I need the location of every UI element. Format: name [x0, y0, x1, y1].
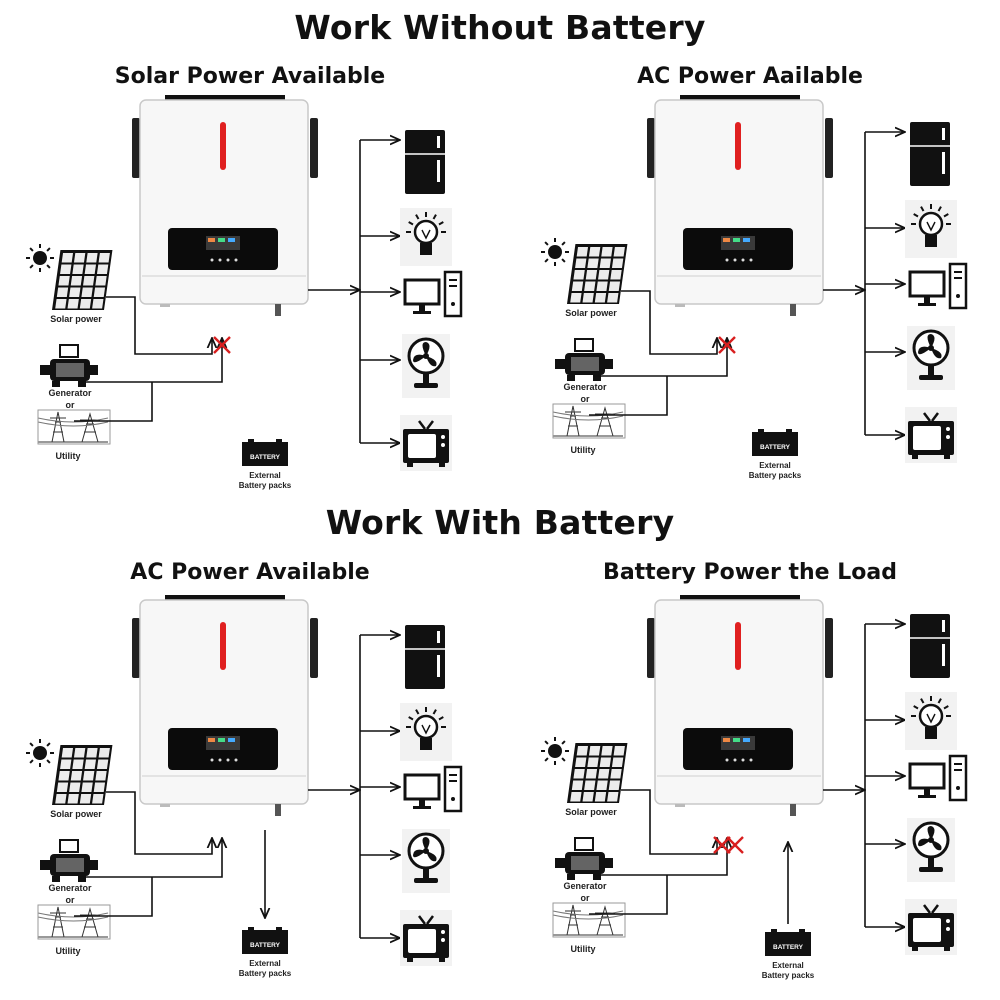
utility-label: Utility [55, 946, 81, 956]
title-with-battery: Work With Battery [325, 503, 675, 542]
computer-icon [403, 270, 463, 318]
solar-power-label: Solar power [50, 314, 102, 324]
blocked-cross-icon [718, 336, 736, 354]
or-label: or [580, 893, 590, 903]
panel-1: Solar Power Available [0, 0, 500, 500]
fan-icon [402, 829, 450, 893]
bulb-icon [905, 692, 957, 750]
generator-label: Generator [48, 883, 92, 893]
battery-word: BATTERY [250, 942, 281, 949]
battery-packs-label: Battery packs [761, 971, 815, 980]
battery-word: BATTERY [773, 944, 804, 951]
fan-icon [907, 326, 955, 390]
blocked-cross-icon [213, 336, 231, 354]
inverter-icon [647, 595, 833, 816]
generator-icon [40, 839, 98, 882]
panel-heading: AC Power Aailable [637, 64, 863, 89]
inverter-icon [132, 595, 318, 816]
blocked-cross-icon [713, 836, 731, 854]
title-without-battery: Work Without Battery [294, 8, 706, 47]
solar-panel-icon [566, 743, 628, 803]
utility-tower-icon [552, 403, 626, 439]
panel-heading: Battery Power the Load [603, 560, 897, 585]
generator-label: Generator [563, 382, 607, 392]
sun-icon [541, 737, 569, 765]
or-label: or [65, 400, 75, 410]
external-label: External [759, 461, 791, 470]
solar-panel-icon [567, 244, 628, 304]
battery-word: BATTERY [760, 444, 791, 451]
fridge-icon [910, 122, 950, 186]
generator-icon [40, 344, 98, 387]
or-label: or [580, 394, 590, 404]
solar-power-label: Solar power [565, 807, 617, 817]
sun-icon [26, 739, 54, 767]
battery-packs-label: Battery packs [238, 969, 292, 978]
generator-label: Generator [48, 388, 92, 398]
generator-icon [555, 837, 613, 880]
battery-packs-label: Battery packs [748, 471, 802, 480]
bulb-icon [905, 200, 957, 258]
battery-icon: BATTERY [242, 927, 288, 954]
bulb-icon [400, 208, 452, 266]
sun-icon [26, 244, 54, 272]
fan-icon [907, 818, 955, 882]
fridge-icon [405, 625, 445, 689]
solar-panel-icon [51, 745, 113, 805]
battery-icon: BATTERY [752, 429, 798, 456]
fridge-icon [405, 130, 445, 194]
blocked-cross-icon [726, 836, 744, 854]
utility-label: Utility [55, 451, 81, 461]
solar-power-label: Solar power [565, 308, 617, 318]
utility-label: Utility [570, 944, 596, 954]
external-label: External [772, 961, 804, 970]
tv-icon [905, 899, 957, 955]
panel-heading: Solar Power Available [114, 64, 386, 89]
solar-panel-icon [51, 250, 113, 310]
tv-icon [905, 407, 957, 463]
battery-word: BATTERY [250, 454, 281, 461]
generator-label: Generator [563, 881, 607, 891]
computer-icon [403, 765, 463, 813]
generator-icon [555, 338, 613, 381]
battery-icon: BATTERY [242, 439, 288, 466]
or-label: or [65, 895, 75, 905]
solar-power-label: Solar power [50, 809, 102, 819]
bulb-icon [400, 703, 452, 761]
battery-icon: BATTERY [765, 929, 811, 956]
computer-icon [908, 754, 968, 802]
utility-label: Utility [570, 445, 596, 455]
utility-tower-icon [552, 902, 626, 938]
tv-icon [400, 910, 452, 966]
fridge-icon [910, 614, 950, 678]
panel-2: AC Power Aailable [500, 0, 1000, 500]
utility-tower-icon [37, 409, 111, 445]
inverter-icon [647, 95, 833, 316]
inverter-icon [132, 95, 318, 316]
panel-heading: AC Power Available [130, 560, 370, 585]
battery-packs-label: Battery packs [238, 481, 292, 490]
sun-icon [541, 238, 569, 266]
external-label: External [249, 959, 281, 968]
external-label: External [249, 471, 281, 480]
fan-icon [402, 334, 450, 398]
panel-4: Battery Power the Load [500, 495, 1000, 995]
utility-tower-icon [37, 904, 111, 940]
computer-icon [908, 262, 968, 310]
tv-icon [400, 415, 452, 471]
panel-3: AC Power Available [0, 495, 500, 995]
